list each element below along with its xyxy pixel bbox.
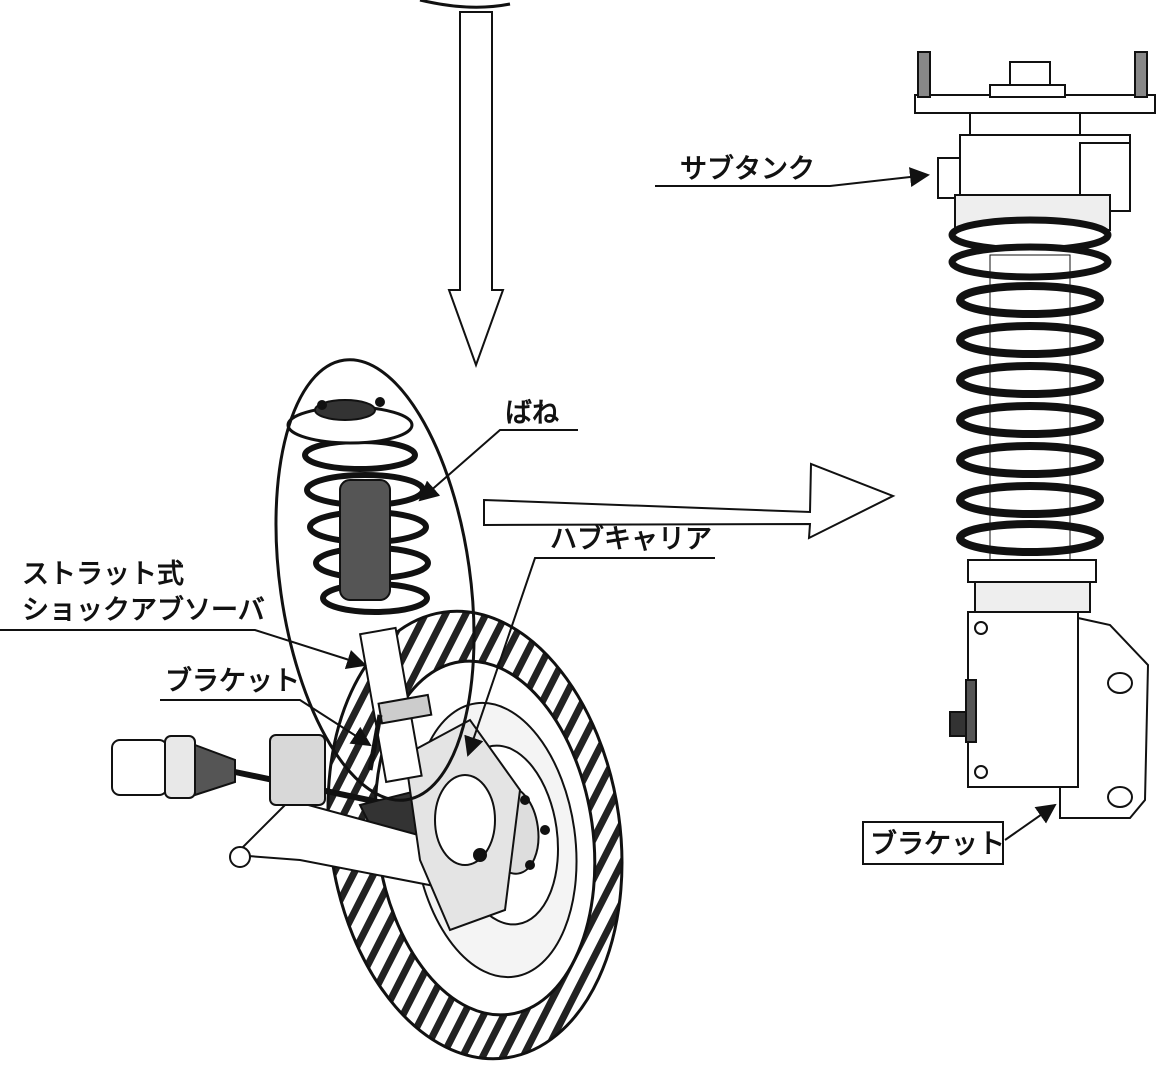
lower-control-arm: [229, 734, 456, 892]
bracket-left-label: ブラケット: [165, 665, 300, 697]
coilover-assembly: [914, 51, 1156, 819]
sub-tank-leader: [655, 167, 930, 187]
strut-label-line2: ショックアブソーバ: [22, 594, 265, 626]
right-arrow: [483, 462, 896, 540]
strut-label-line1: ストラット式: [22, 559, 184, 590]
hub-carrier: [403, 718, 522, 932]
drive-shaft: [111, 735, 447, 857]
down-arrow: [447, 11, 505, 368]
strut-leader: [0, 629, 367, 670]
sub-tank-label: サブタンク: [680, 153, 815, 185]
bracket-right-leader: [1004, 803, 1057, 841]
strut-highlight-ellipse: [274, 358, 476, 802]
bracket-left-leader: [160, 699, 372, 747]
bracket-right-box: [862, 821, 1004, 865]
top-callout-ellipse-edge: [419, 0, 511, 9]
spring-label: ばね: [505, 398, 559, 429]
hub-carrier-label: ハブキャリア: [550, 523, 712, 555]
spring-leader: [418, 429, 578, 502]
bracket-right-label: ブラケット: [870, 828, 1005, 860]
hub-carrier-leader: [464, 557, 715, 757]
